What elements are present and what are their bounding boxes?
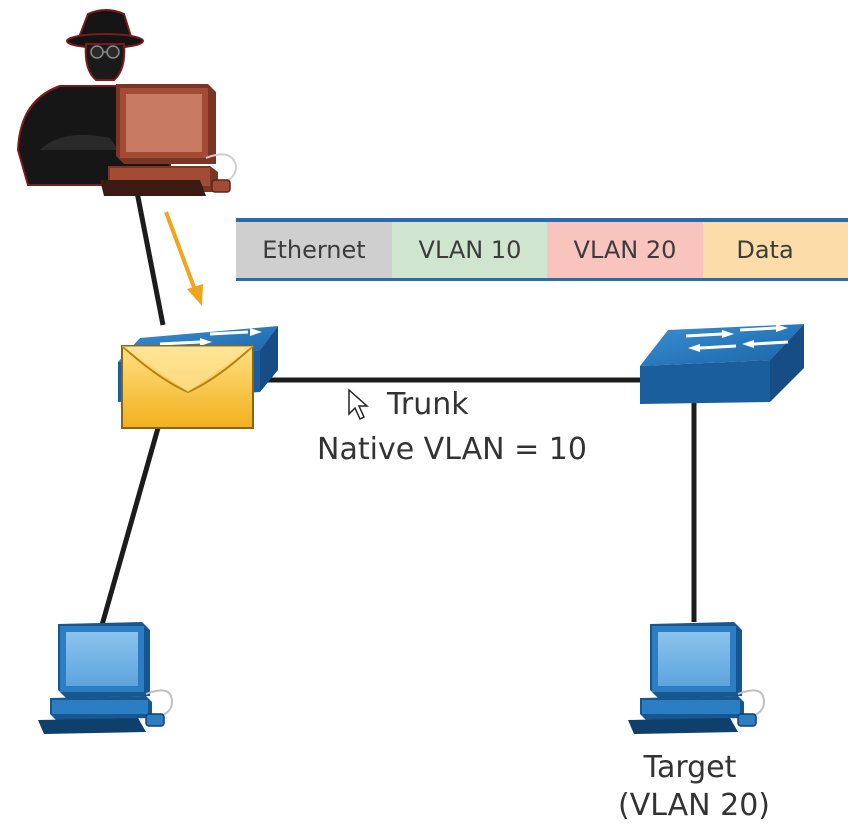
frame-segment-data-label: Data	[736, 236, 793, 264]
trunk-label: Trunk	[386, 387, 469, 422]
frame-segment-vlan20-label: VLAN 20	[574, 236, 677, 264]
frame-segment-ethernet-label: Ethernet	[262, 236, 365, 264]
frame-segment-vlan10-label: VLAN 10	[419, 236, 522, 264]
left-pc-link	[99, 427, 161, 626]
frame-bottom-border	[236, 278, 848, 281]
frame-segment-ethernet: Ethernet	[236, 222, 392, 278]
attacker-link	[134, 191, 166, 326]
frame-header: Ethernet VLAN 10 VLAN 20 Data	[236, 218, 848, 281]
right-switch-icon	[640, 324, 804, 404]
envelope-icon	[121, 345, 254, 429]
target-label: Target	[643, 750, 737, 785]
frame-segment-vlan20: VLAN 20	[547, 222, 703, 278]
target-pc-icon	[628, 622, 766, 734]
mouse-cursor-icon	[348, 388, 369, 421]
frame-top-border	[236, 218, 848, 222]
left-pc-icon	[38, 622, 174, 734]
links	[99, 191, 697, 626]
target-vlan-label: (VLAN 20)	[618, 788, 770, 823]
frame-segment-data: Data	[703, 222, 848, 278]
frame-segment-vlan10: VLAN 10	[392, 222, 547, 278]
arrow-icon	[164, 211, 203, 306]
attacker-pc-icon	[100, 84, 238, 196]
native-vlan-label: Native VLAN = 10	[317, 432, 587, 467]
